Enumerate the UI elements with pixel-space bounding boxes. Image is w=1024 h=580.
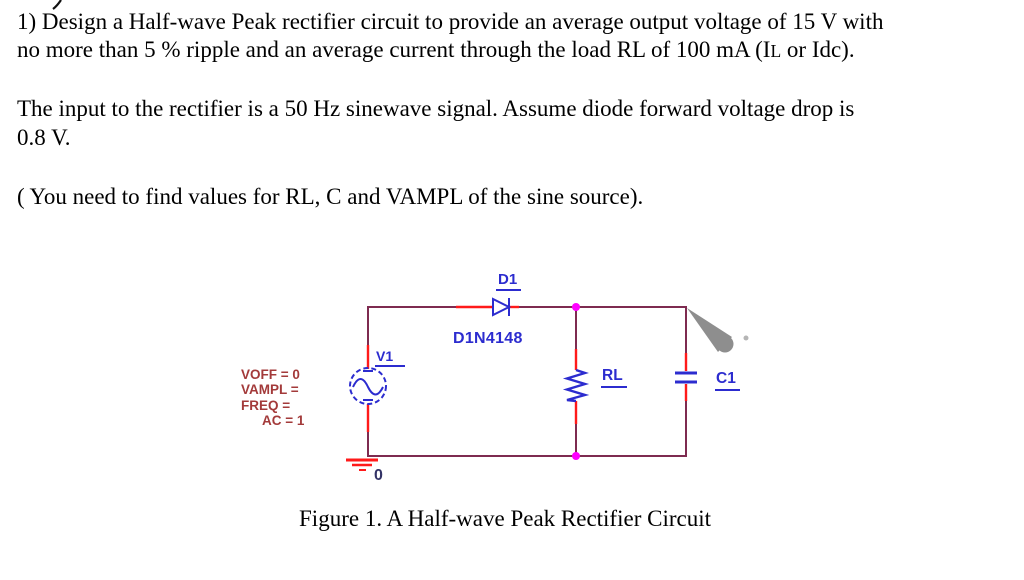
diode-part-label: D1N4148 <box>453 330 523 347</box>
attr-freq: FREQ = <box>241 397 291 413</box>
circuit-wires <box>367 306 687 457</box>
figure-caption: Figure 1. A Half-wave Peak Rectifier Cir… <box>299 506 711 531</box>
problem-paragraph1-line1: 1) Design a Half-wave Peak rectifier cir… <box>17 9 884 34</box>
component-pins <box>366 305 688 432</box>
junction-dot-top <box>572 303 580 311</box>
attr-ac: AC = 1 <box>262 413 305 429</box>
resistor-ref-label: RL <box>601 367 627 388</box>
problem-paragraph1-line2: no more than 5 % ripple and an average c… <box>17 37 855 64</box>
attr-vampl: VAMPL = <box>241 382 299 398</box>
resistor-icon <box>562 368 590 403</box>
sine-source-icon <box>349 367 387 405</box>
capacitor-icon <box>675 371 697 384</box>
capacitor-ref-label: C1 <box>715 370 740 391</box>
problem-paragraph2-line1: The input to the rectifier is a 50 Hz si… <box>17 96 855 121</box>
p1l2-pre: no more than 5 % ripple and an average c… <box>17 37 771 62</box>
attr-voff: VOFF = 0 <box>241 367 300 382</box>
cropped-glyph-fragment <box>52 0 62 10</box>
p1l2-post: or Idc). <box>781 37 855 62</box>
problem-paragraph3: ( You need to find values for RL, C and … <box>17 184 644 209</box>
source-attributes: VOFF = 0 VAMPL = FREQ = AC = 1 <box>241 367 304 429</box>
subscript-L: L <box>770 41 782 61</box>
ground-node-label: 0 <box>374 467 383 484</box>
diode-ref-label: D1 <box>496 271 522 291</box>
diode-icon <box>492 297 512 317</box>
ground-icon <box>346 458 378 471</box>
source-ref-label: V1 <box>375 348 406 367</box>
junction-dot-bottom <box>572 452 580 460</box>
mouse-cursor-icon <box>687 308 749 353</box>
problem-paragraph2-line2: 0.8 V. <box>17 125 71 150</box>
